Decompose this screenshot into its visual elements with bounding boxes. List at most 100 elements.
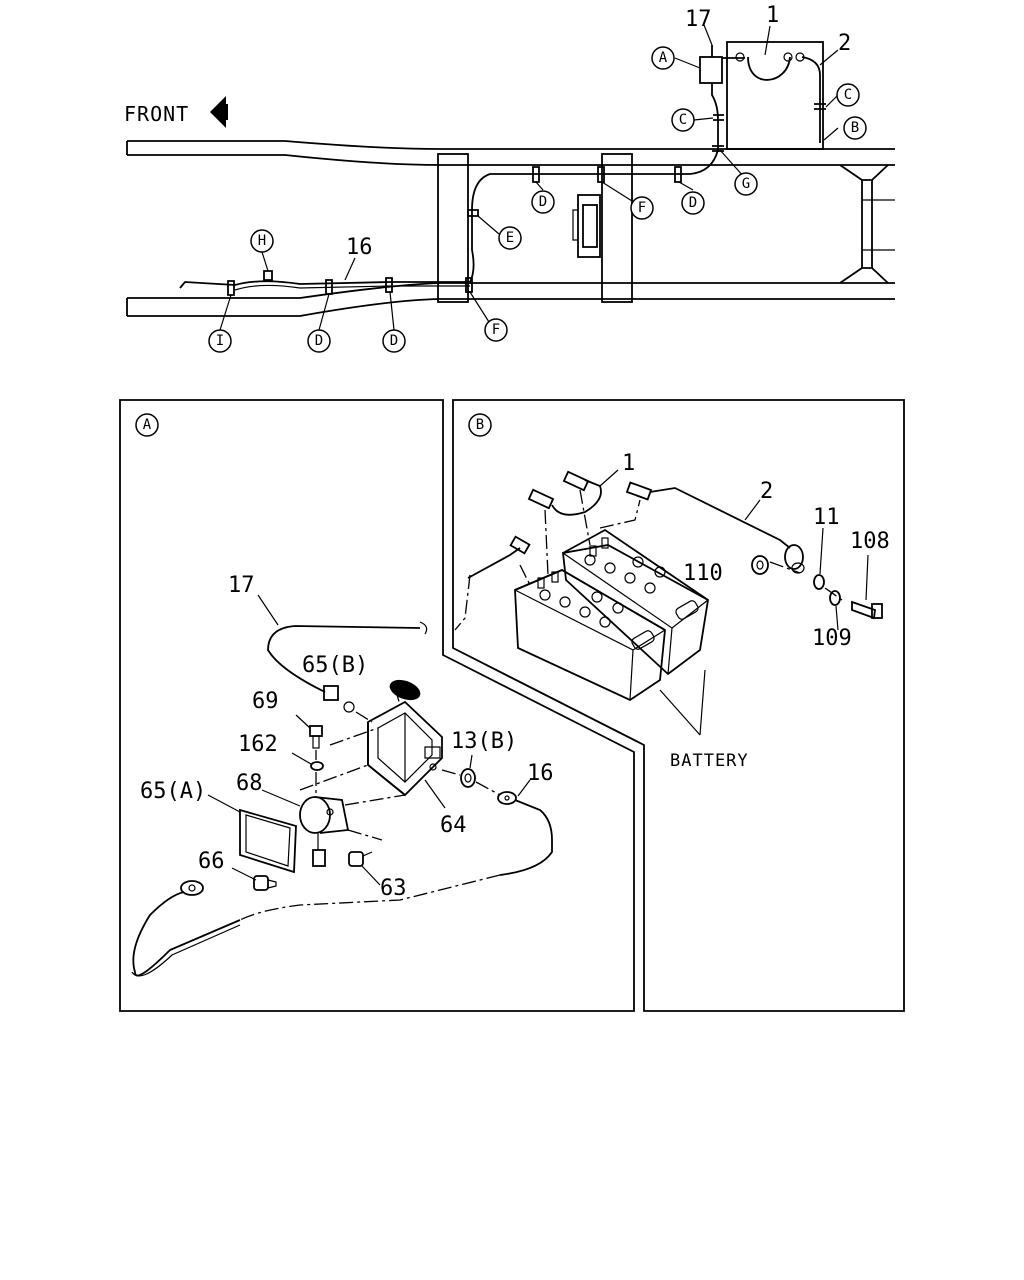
- detail-a-marker: A: [135, 413, 159, 437]
- svg-text:D: D: [390, 333, 398, 349]
- rear-frame-detail: [862, 199, 895, 251]
- washer-162: [310, 761, 324, 771]
- part-68: 68: [236, 771, 263, 796]
- part-1-b: 1: [622, 451, 635, 476]
- detail-b: B: [454, 413, 890, 771]
- svg-text:D: D: [315, 333, 323, 349]
- cable-1-b: [527, 470, 602, 516]
- leader-16-a: [517, 779, 531, 797]
- part-69: 69: [252, 689, 279, 714]
- cable-16-a: [499, 799, 553, 876]
- leader-69: [295, 714, 311, 729]
- cable-16-top-2: [234, 284, 470, 291]
- ref-d1-top: D: [531, 190, 555, 214]
- part-63: 63: [380, 876, 407, 901]
- transmission-block: [572, 194, 601, 258]
- part-13b: 13(B): [451, 729, 517, 754]
- ref-e-top: E: [498, 226, 522, 250]
- part-16-a: 16: [527, 761, 554, 786]
- cable-ground-terminal: [509, 535, 531, 555]
- nut-13b: [460, 768, 476, 788]
- ref-d3-top: D: [307, 329, 331, 353]
- svg-text:C: C: [844, 87, 852, 103]
- detail-b-dashlines: [454, 489, 843, 631]
- svg-text:I: I: [216, 333, 224, 349]
- svg-text:B: B: [476, 417, 484, 433]
- top-view: FRONT: [124, 3, 895, 353]
- ref-d2-top: D: [681, 191, 705, 215]
- part-1-top: 1: [766, 3, 779, 28]
- svg-text:A: A: [143, 417, 152, 433]
- part-2-b: 2: [760, 479, 773, 504]
- cover-65a-inner: [245, 814, 291, 867]
- bolt-66: [253, 875, 277, 891]
- part-64: 64: [440, 813, 467, 838]
- ref-b-top: B: [843, 116, 867, 140]
- leader-11: [819, 527, 824, 575]
- svg-text:G: G: [742, 176, 750, 192]
- relay-box: [699, 56, 723, 84]
- leader-battery: [659, 669, 706, 736]
- cover-65a: [239, 808, 297, 874]
- ref-g-top: G: [734, 172, 758, 196]
- leader-162: [291, 752, 312, 765]
- part-110: 110: [683, 561, 723, 586]
- washer-11: [813, 574, 825, 590]
- part-65a: 65(A): [140, 779, 206, 804]
- bolt-69: [309, 725, 323, 749]
- cap-65b: [389, 679, 421, 701]
- cable-16-a-3: [132, 891, 241, 977]
- svg-text:F: F: [638, 200, 646, 216]
- ref-f1-top: F: [630, 196, 654, 220]
- ref-c2-top: C: [836, 83, 860, 107]
- part-16-top: 16: [346, 235, 373, 260]
- cable-2-top: [801, 56, 821, 143]
- battery-label: BATTERY: [670, 751, 749, 771]
- front-arrow-stem: [220, 104, 228, 120]
- cable-17-top: [711, 45, 745, 59]
- cable-16-a-4: [131, 924, 241, 977]
- leader-13b: [469, 754, 473, 769]
- cable-1-top: [747, 56, 791, 81]
- svg-text:A: A: [659, 50, 668, 66]
- battery-front: [514, 568, 666, 702]
- svg-text:E: E: [506, 230, 514, 246]
- battery-box: [726, 41, 824, 150]
- detail-frames: [119, 399, 905, 1012]
- part-109: 109: [812, 626, 852, 651]
- svg-text:F: F: [492, 322, 500, 338]
- detail-a: A 17 65(B) 64 69: [131, 413, 554, 977]
- ref-d4-top: D: [382, 329, 406, 353]
- clamps: [227, 103, 826, 296]
- cable-2-b: [625, 481, 805, 574]
- part-162: 162: [238, 732, 278, 757]
- terminal-16: [497, 791, 517, 805]
- connector-17: [323, 685, 355, 713]
- part-108: 108: [850, 529, 890, 554]
- leader-65a: [207, 794, 241, 813]
- battery-terminal-center: [783, 52, 793, 62]
- detail-b-marker: B: [468, 413, 492, 437]
- leader-63: [361, 865, 381, 886]
- cable-16-a-2: [239, 874, 501, 921]
- svg-text:H: H: [258, 233, 266, 249]
- svg-text:B: B: [851, 120, 859, 136]
- cross-member-3: [839, 164, 889, 284]
- relay-68: [299, 796, 350, 867]
- terminal-16-end: [180, 880, 204, 896]
- leader-68: [261, 789, 301, 807]
- leader-66: [231, 867, 257, 881]
- ref-c1-top: C: [671, 108, 695, 132]
- nut-110: [751, 555, 769, 575]
- relay-housing-64: [367, 700, 443, 797]
- cross-member-2: [601, 153, 633, 303]
- bolt-108: [851, 600, 883, 620]
- upper-frame-rail: [126, 140, 895, 166]
- part-65b: 65(B): [302, 653, 368, 678]
- top-leader-lines: [219, 24, 839, 331]
- svg-text:D: D: [539, 194, 547, 210]
- part-17-a: 17: [228, 573, 255, 598]
- battery-rear: [562, 528, 709, 676]
- svg-text:C: C: [679, 112, 687, 128]
